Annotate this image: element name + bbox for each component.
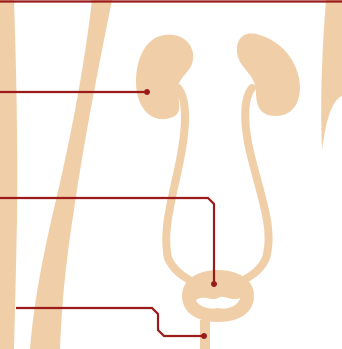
bladder-group <box>182 270 254 349</box>
urethra-pointer-dot <box>201 333 207 339</box>
left-body-edge <box>0 0 17 349</box>
right-ureter <box>236 88 269 284</box>
kidney-pointer-dot <box>144 89 150 95</box>
left-arm-shape <box>30 0 112 349</box>
kidneys <box>136 33 300 119</box>
right-body-edge <box>321 0 342 150</box>
bladder <box>182 270 254 322</box>
bladder-pointer-dot <box>211 281 217 287</box>
ureters <box>166 88 268 284</box>
